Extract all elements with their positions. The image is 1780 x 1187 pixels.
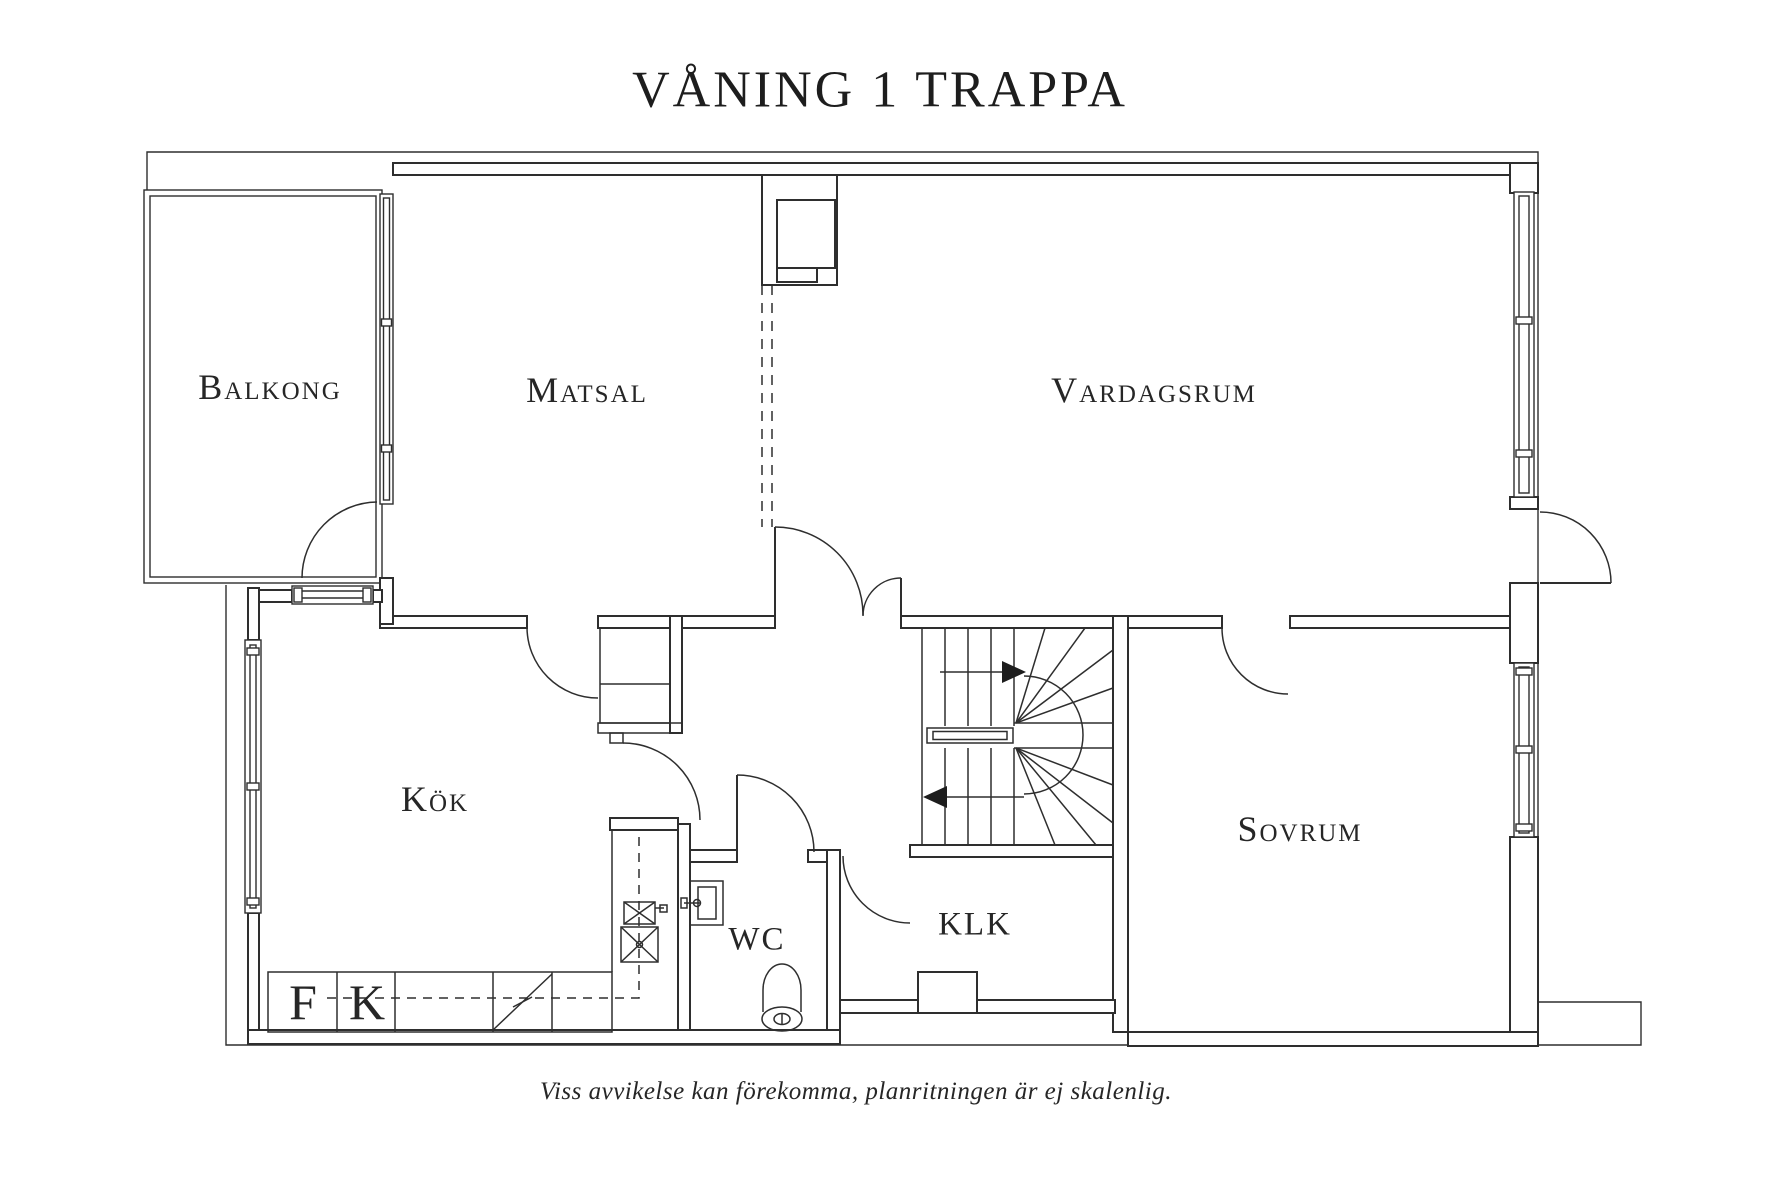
wall-wc-top-1 [689, 849, 738, 863]
wall-sovrum-left [1112, 615, 1129, 1033]
wall-right-2 [1509, 496, 1539, 510]
kitchen-door [526, 626, 599, 699]
disclaimer-text: Viss avvikelse kan förekomma, planritnin… [540, 1078, 1172, 1105]
kitchen-sink-icon [623, 901, 668, 925]
windows [244, 191, 1535, 914]
wall-band-4 [1289, 615, 1511, 629]
fridge-label: F [289, 974, 317, 1030]
wc-sink-icon [680, 880, 724, 926]
wc-fixtures [680, 880, 803, 1032]
wc-door [736, 774, 815, 853]
hall-closet [597, 627, 683, 744]
room-label-matsal: Matsal [526, 370, 648, 410]
toilet-icon [761, 963, 803, 1032]
kitchen-fixtures [267, 285, 773, 1033]
wall-band-3 [900, 615, 1223, 629]
vardagsrum-exterior-door [1539, 511, 1612, 584]
room-label-klk: KLK [938, 906, 1012, 943]
balcony-door [301, 501, 378, 579]
wall-bottom-left [247, 1029, 841, 1045]
wall-top [392, 162, 1539, 176]
stair-down-arrow-icon [923, 786, 947, 808]
wall-band-1 [379, 615, 528, 629]
staircase [921, 627, 1114, 846]
balcony-railing-inner [149, 195, 377, 578]
wall-kitchen-top-1 [258, 589, 293, 603]
room-label-kok: Kök [400, 779, 470, 819]
kitchen-left-window [244, 639, 262, 914]
room-label-balkong: Balkong [198, 367, 342, 407]
vardagsrum-window [1513, 191, 1535, 498]
room-label-sovrum: Sovrum [1237, 809, 1363, 849]
wall-closet-right [669, 615, 683, 734]
wall-wc-top-2 [807, 849, 828, 863]
chimney-step [776, 267, 818, 283]
wall-left-1 [247, 587, 260, 641]
room-label-wc: WC [728, 921, 786, 958]
wall-bottom-right [1127, 1031, 1539, 1047]
open-wall-dashed-lines [761, 285, 773, 527]
balcony-window [379, 193, 394, 505]
kitchen-nook-door [622, 742, 701, 821]
room-label-vardagsrum: Vardagsrum [1051, 370, 1257, 410]
wall-band-2 [597, 615, 776, 629]
page-title: VÅNING 1 TRAPPA [632, 61, 1128, 119]
wall-stairs-bottom [909, 844, 1129, 858]
sovrum-window [1513, 662, 1535, 838]
hall-double-doors [774, 526, 902, 617]
wall-nook-top [609, 817, 679, 831]
stair-walkline [923, 661, 1084, 808]
klk-door [842, 855, 911, 924]
chimney-inner [776, 199, 836, 269]
wall-wc-left [677, 823, 691, 1035]
stair-winder-fan [1015, 627, 1114, 846]
stove-icon [620, 926, 659, 963]
doors [301, 501, 1612, 924]
sovrum-door [1221, 627, 1289, 695]
walls [247, 162, 1539, 1047]
kitchen-top-window [291, 585, 374, 605]
kitchen-counter [267, 971, 613, 1033]
stair-up-arrow-icon [1002, 661, 1026, 683]
freezer-label: K [348, 974, 386, 1030]
wall-right-1 [1509, 162, 1539, 194]
wall-left-2 [247, 912, 260, 1035]
stair-handrail [926, 727, 1014, 744]
wall-kitchen-top-2 [372, 589, 383, 603]
wall-right-3 [1509, 582, 1539, 664]
wall-right-4 [1509, 836, 1539, 1035]
wall-wc-right [826, 849, 841, 1035]
kitchen-counter-dashed-line [320, 837, 640, 999]
klk-duct-box [917, 971, 978, 1014]
